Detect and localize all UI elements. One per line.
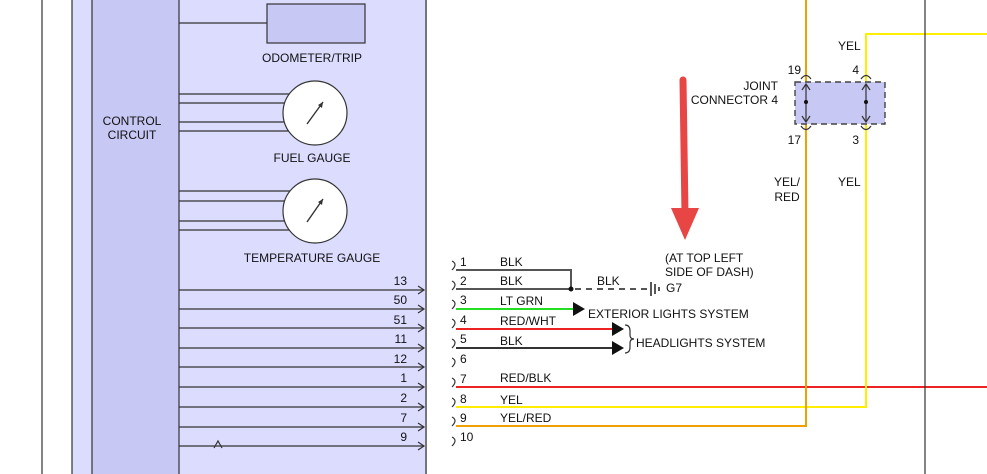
connector-pin: 1 xyxy=(460,255,467,269)
splice-dot xyxy=(568,286,574,292)
wire-pin9-yelred xyxy=(456,0,807,427)
joint-wire-label: RED xyxy=(774,190,800,204)
control-circuit-block xyxy=(91,0,180,474)
connector-pin-numbers: 1 2 3 4 5 6 7 8 9 10 xyxy=(460,255,474,444)
joint-pin: 17 xyxy=(788,133,802,147)
ground-location: (AT TOP LEFT xyxy=(665,251,744,265)
internal-pin: 13 xyxy=(394,274,408,288)
connector-terminals xyxy=(451,260,456,447)
wire-label: YEL/RED xyxy=(500,411,552,425)
internal-pin: 11 xyxy=(395,332,408,346)
wire-label: BLK xyxy=(500,334,523,348)
connector-pin: 2 xyxy=(460,274,467,288)
headlights-brace xyxy=(624,324,635,354)
wire-pin8-yel xyxy=(456,33,987,408)
annotation-arrow-icon xyxy=(671,76,699,240)
exterior-lights-label: EXTERIOR LIGHTS SYSTEM xyxy=(588,307,749,321)
headlights-label: HEADLIGHTS SYSTEM xyxy=(636,336,765,350)
joint-wire-label: YEL/ xyxy=(774,175,801,189)
wire-label: YEL xyxy=(500,393,523,407)
arrow-exterior-lights xyxy=(573,302,585,316)
internal-pin: 9 xyxy=(400,430,407,444)
wire-label: LT GRN xyxy=(500,294,543,308)
odometer-label: ODOMETER/TRIP xyxy=(262,51,362,65)
wire-label: BLK xyxy=(500,255,523,269)
connector-pin: 4 xyxy=(460,313,467,327)
joint-connector-label: JOINT xyxy=(743,79,778,93)
ground-ref: G7 xyxy=(666,281,682,295)
ground-symbol-icon xyxy=(650,282,660,296)
joint-wire-label: YEL xyxy=(838,175,861,189)
joint-pin: 19 xyxy=(788,63,802,77)
connector-pin: 6 xyxy=(460,352,467,366)
odometer-box xyxy=(266,3,366,44)
joint-wire-label: YEL xyxy=(838,39,861,53)
temperature-gauge xyxy=(179,178,348,244)
ground-wire-label: BLK xyxy=(597,274,620,288)
arrow-headlights-1 xyxy=(612,322,624,336)
joint-dot xyxy=(804,100,808,104)
connector-pin: 9 xyxy=(460,411,467,425)
wire-pin1-2-blk xyxy=(456,269,572,290)
fuel-gauge xyxy=(179,80,348,146)
internal-pin: 1 xyxy=(400,371,407,385)
wire-label: RED/BLK xyxy=(500,371,551,385)
joint-pin: 4 xyxy=(852,63,859,77)
connector-pin: 8 xyxy=(460,392,467,406)
fuel-gauge-label: FUEL GAUGE xyxy=(274,151,351,165)
connector-pin: 7 xyxy=(460,372,467,386)
wire-label: RED/WHT xyxy=(500,314,557,328)
internal-pin: 51 xyxy=(394,313,408,327)
connector-pin: 5 xyxy=(460,332,467,346)
internal-pin: 7 xyxy=(400,411,407,425)
control-circuit-label-2: CIRCUIT xyxy=(108,128,157,142)
joint-connector-label-2: CONNECTOR 4 xyxy=(691,93,778,107)
internal-pin-numbers: 13 50 51 11 12 1 2 7 9 xyxy=(394,274,408,444)
internal-pin: 50 xyxy=(394,293,408,307)
temperature-gauge-label: TEMPERATURE GAUGE xyxy=(244,251,380,265)
wire-label: BLK xyxy=(500,274,523,288)
arrow-headlights-2 xyxy=(612,341,624,355)
connector-pin: 10 xyxy=(460,430,474,444)
ground-location-2: SIDE OF DASH) xyxy=(665,265,754,279)
joint-pin: 3 xyxy=(852,133,859,147)
control-circuit-label: CONTROL xyxy=(103,114,162,128)
internal-pin: 12 xyxy=(394,352,408,366)
internal-outputs xyxy=(179,285,426,451)
joint-dot xyxy=(864,100,868,104)
connector-pin: 3 xyxy=(460,293,467,307)
internal-pin: 2 xyxy=(400,391,407,405)
